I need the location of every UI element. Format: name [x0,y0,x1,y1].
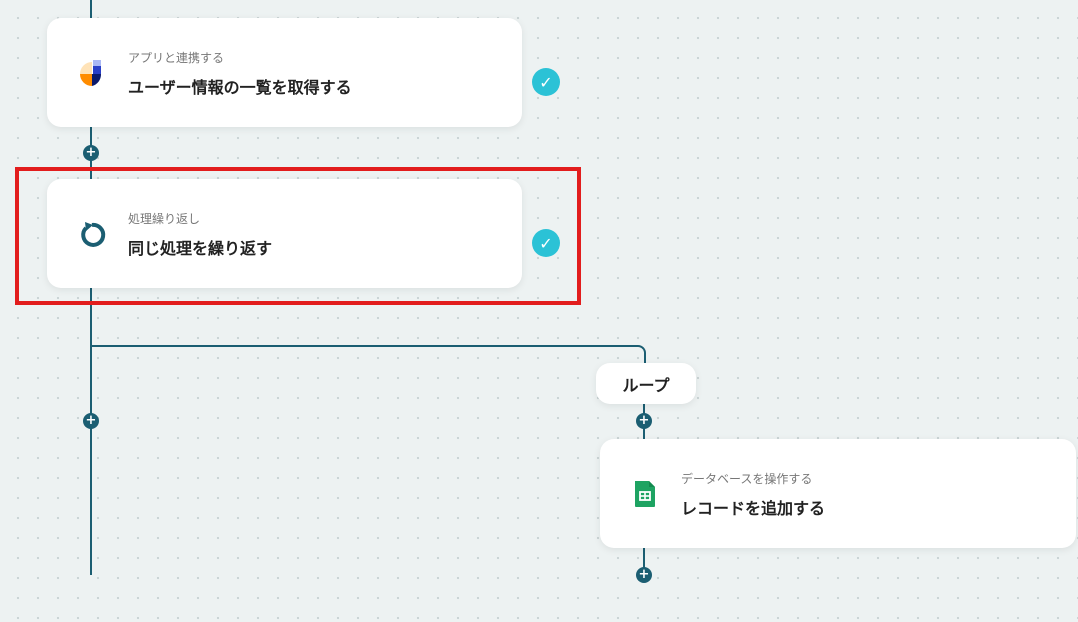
completed-check-icon: ✓ [532,68,560,96]
step-card-get-users[interactable]: アプリと連携する ユーザー情報の一覧を取得する [47,18,522,127]
add-loop-step-button[interactable]: + [636,567,652,583]
google-sheets-icon [635,481,655,507]
completed-check-icon: ✓ [532,229,560,257]
add-loop-step-button[interactable]: + [636,413,652,429]
step-category: データベースを操作する [681,472,813,486]
branch-connector [90,345,646,367]
loop-arrow-icon [81,222,106,247]
add-step-button[interactable]: + [83,145,99,161]
loop-branch-label: ループ [596,363,696,404]
highlight-box [15,167,581,305]
step-title: レコードを追加する [681,499,826,518]
step-category: アプリと連携する [128,51,225,65]
add-step-button[interactable]: + [83,413,99,429]
step-title: 同じ処理を繰り返す [128,239,273,258]
app-logo-icon [80,60,102,86]
step-card-add-record[interactable]: データベースを操作する レコードを追加する [600,439,1076,548]
step-title: ユーザー情報の一覧を取得する [128,78,352,97]
step-card-loop[interactable]: 処理繰り返し 同じ処理を繰り返す [47,179,522,288]
step-category: 処理繰り返し [128,212,201,226]
